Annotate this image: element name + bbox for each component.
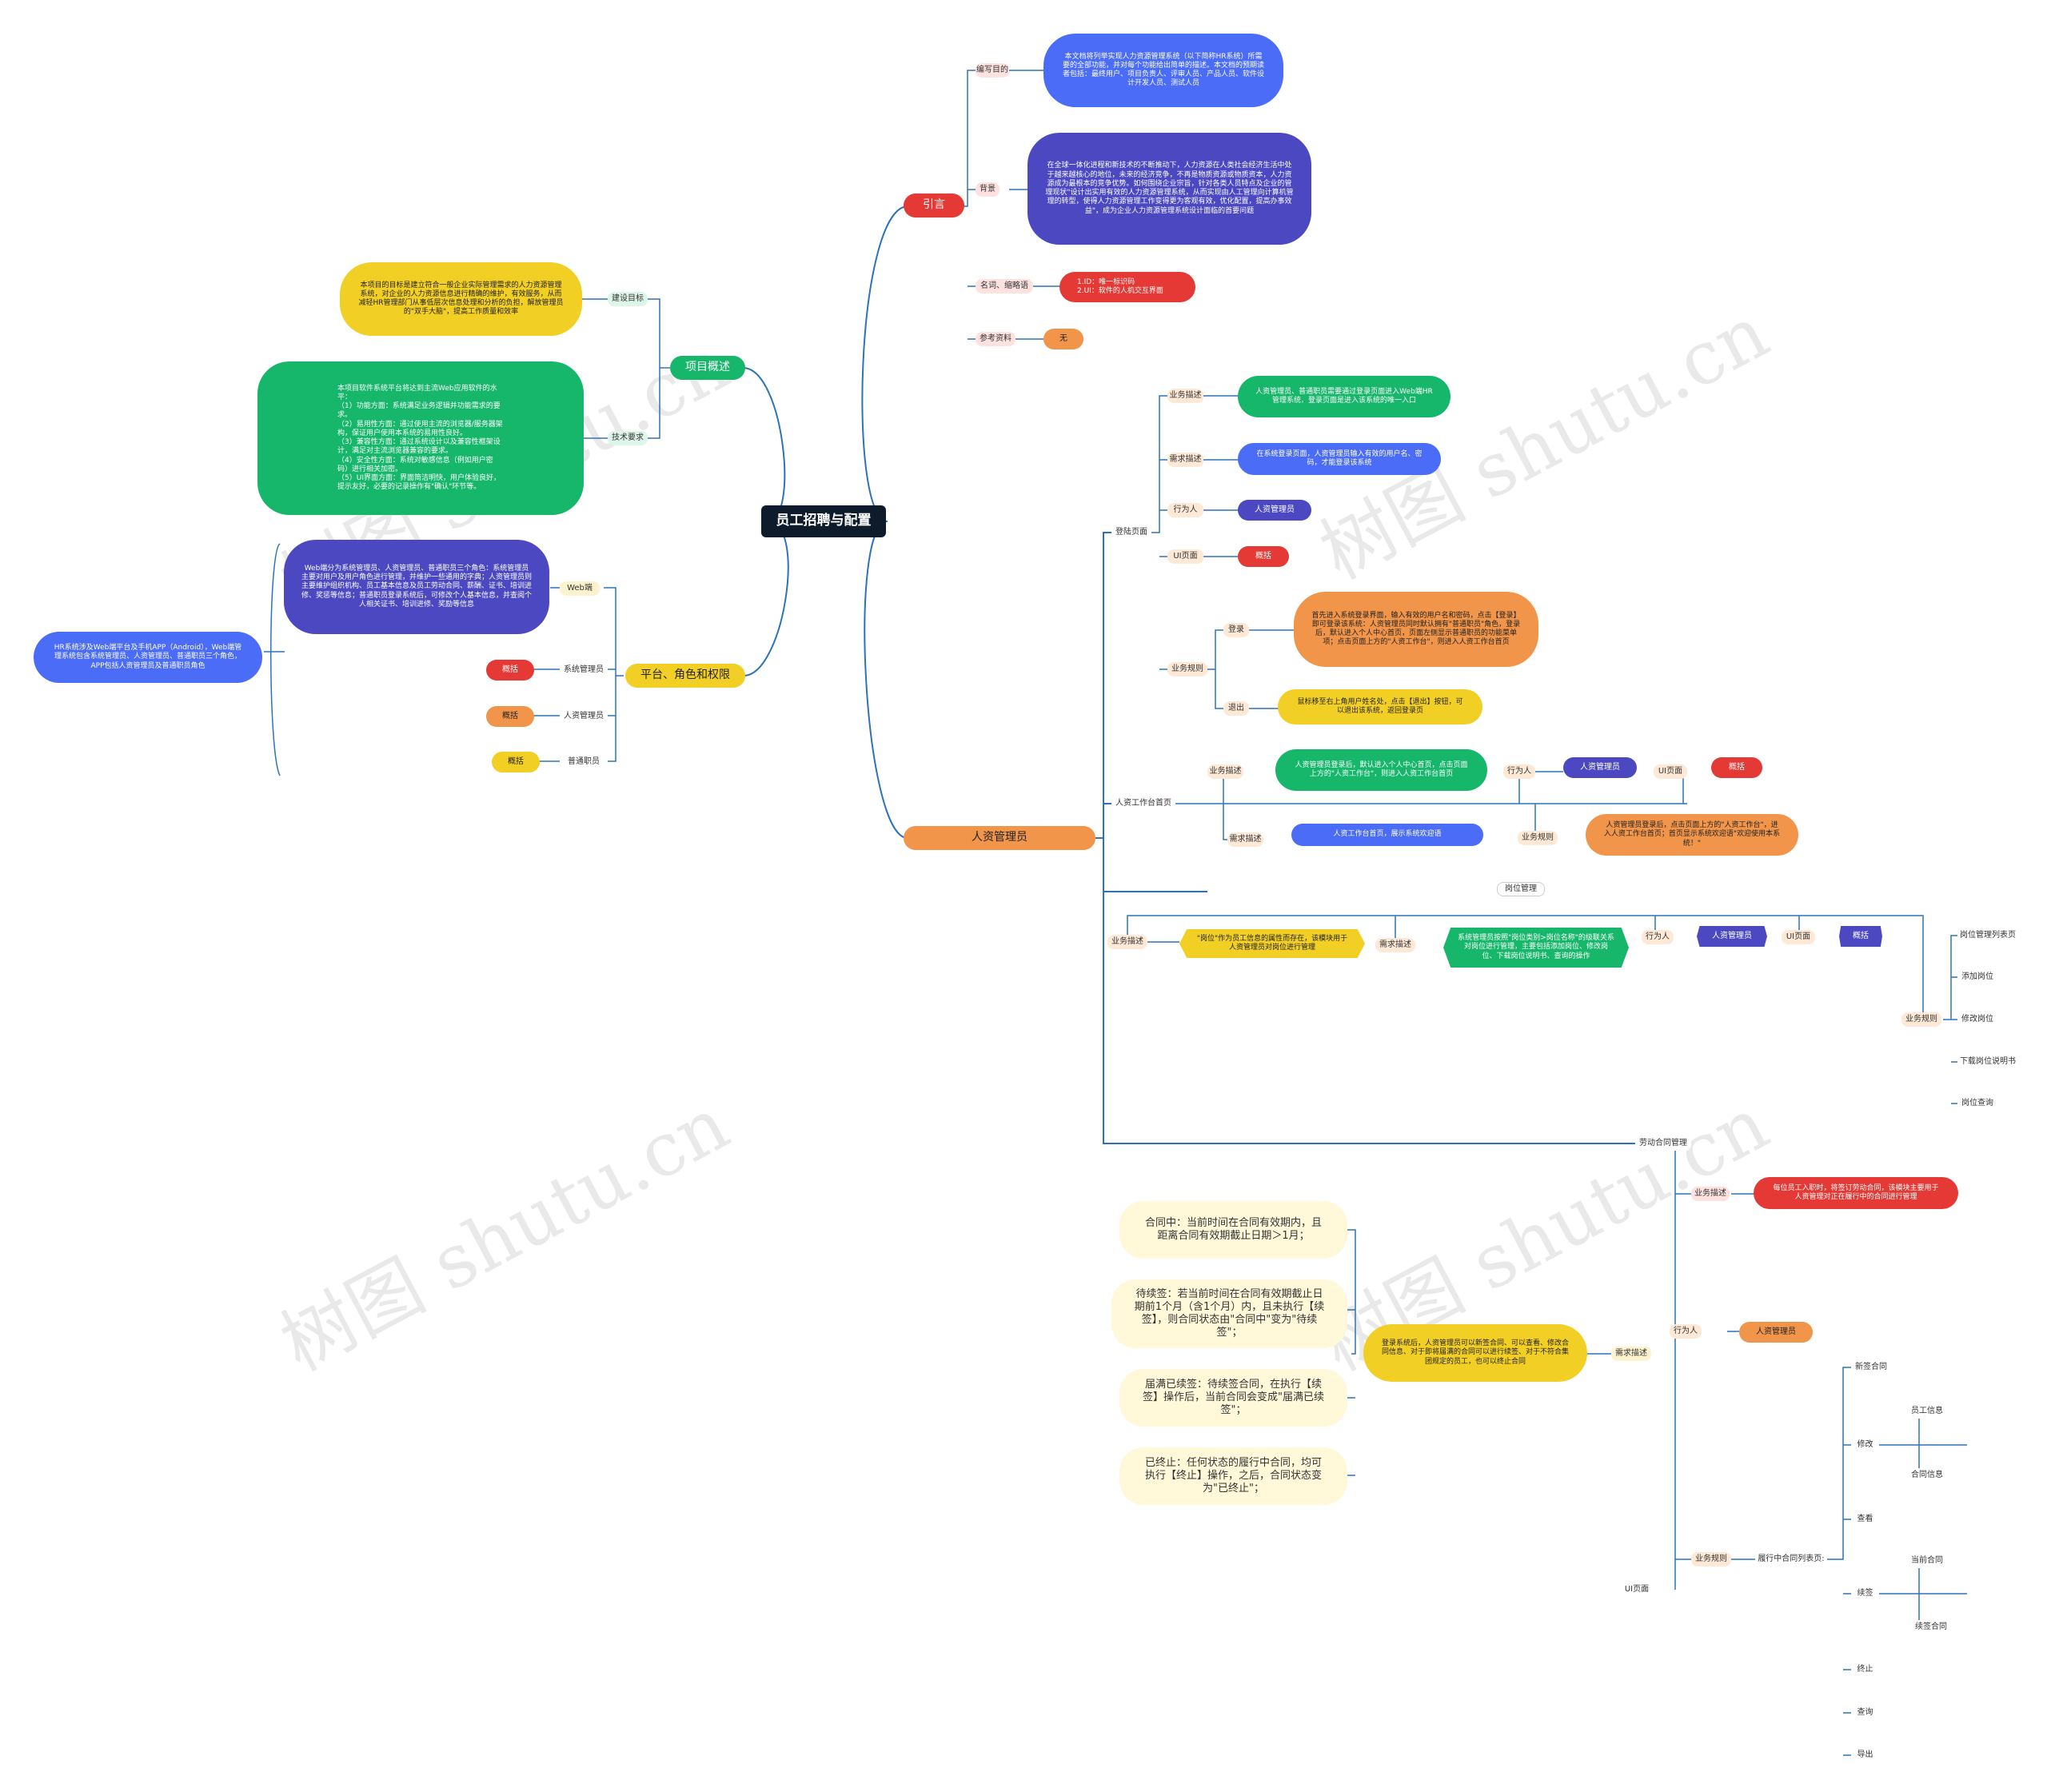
con-op-renew-new[interactable]: 续签合同 — [1911, 1620, 1951, 1634]
login-biz-text: 人资管理员、普通职员需要通过登录页面进入Web端HR管理系统，登录页面是进入该系… — [1238, 376, 1450, 417]
wb-rules-label[interactable]: 业务规则 — [1518, 831, 1558, 845]
wb-ui-label[interactable]: UI页面 — [1654, 764, 1687, 779]
wb-actor-value: 人资管理员 — [1563, 757, 1637, 778]
sysadmin-label[interactable]: 系统管理员 — [560, 663, 608, 677]
pos-req-text: 系统管理员按照"岗位类别>岗位名称"的级联关系对岗位进行管理，主要包括添加岗位、… — [1443, 928, 1629, 968]
con-ui-label[interactable]: UI页面 — [1619, 1582, 1654, 1597]
pos-biz-label[interactable]: 业务描述 — [1107, 935, 1147, 949]
login-ui-value[interactable]: 概括 — [1238, 546, 1289, 567]
terms-text: 1.ID：唯一标识码 2.UI：软件的人机交互界面 — [1059, 272, 1195, 302]
login-action-label[interactable]: 登录 — [1223, 623, 1249, 637]
con-list-label[interactable]: 履行中合同列表页: — [1755, 1552, 1827, 1567]
root-node[interactable]: 员工招聘与配置 — [761, 505, 886, 537]
login-biz-label[interactable]: 业务描述 — [1167, 389, 1203, 403]
con-req-text: 登录系统后，人资管理员可以新签合同、可以查看、修改合同信息、对于即将届满的合同可… — [1363, 1324, 1587, 1382]
purpose-text: 本文档将列举实现人力资源管理系统（以下简称HR系统）所需要的全部功能，并对每个功… — [1043, 34, 1283, 107]
con-state-pending: 待续签：若当前时间在合同有效期截止日期前1个月（含1个月）内，且未执行【续签】，… — [1111, 1279, 1347, 1348]
pos-rule-query[interactable]: 岗位查询 — [1957, 1096, 1997, 1111]
pos-rule-add[interactable]: 添加岗位 — [1957, 970, 1997, 984]
wb-req-text: 人资工作台首页，展示系统欢迎语 — [1291, 824, 1483, 846]
purpose-label[interactable]: 编写目的 — [976, 63, 1009, 78]
login-page-label[interactable]: 登陆页面 — [1111, 525, 1151, 540]
pos-biz-text: "岗位"作为员工信息的属性而存在，该模块用于人资管理员对岗位进行管理 — [1179, 929, 1365, 958]
login-ui-label[interactable]: UI页面 — [1167, 549, 1203, 564]
position-mgmt-label[interactable]: 岗位管理 — [1497, 882, 1545, 896]
con-op-terminate[interactable]: 终止 — [1851, 1662, 1879, 1677]
pos-ui-label[interactable]: UI页面 — [1782, 930, 1815, 944]
con-state-terminated: 已终止：任何状态的履行中合同，均可执行【终止】操作，之后，合同状态变为"已终止"… — [1119, 1447, 1347, 1505]
con-state-renewed: 届满已续签：待续签合同，在执行【续签】操作后，当前合同会变成"届满已续签"； — [1119, 1369, 1347, 1427]
pos-rule-edit[interactable]: 修改岗位 — [1957, 1012, 1997, 1027]
pos-ui-value[interactable]: 概括 — [1839, 926, 1882, 947]
logout-action-label[interactable]: 退出 — [1223, 701, 1249, 716]
con-biz-text: 每位员工入职时，将签订劳动合同，该模块主要用于人资管理对正在履行中的合同进行管理 — [1754, 1177, 1958, 1209]
tech-label[interactable]: 技术要求 — [608, 431, 648, 445]
con-op-edit-staff[interactable]: 员工信息 — [1907, 1404, 1947, 1419]
hradmin-label[interactable]: 人资管理员 — [560, 709, 608, 724]
con-op-view[interactable]: 查看 — [1851, 1512, 1879, 1527]
login-rules-label[interactable]: 业务规则 — [1167, 662, 1207, 676]
sysadmin-overview-tag[interactable]: 概括 — [486, 660, 534, 680]
staff-overview-tag[interactable]: 概括 — [492, 752, 540, 772]
con-state-active: 合同中：当前时间在合同有效期内，且距离合同有效期截止日期＞1月； — [1119, 1201, 1347, 1259]
wb-rule-text: 人资管理员登录后，点击页面上方的"人资工作台"，进入人资工作台首页；首页显示系统… — [1586, 814, 1798, 856]
pos-rule-list[interactable]: 岗位管理列表页 — [1957, 928, 2018, 943]
login-req-text: 在系统登录页面，人资管理员输入有效的用户名、密码，才能登录该系统 — [1238, 443, 1441, 475]
hradmin-overview-tag[interactable]: 概括 — [486, 706, 534, 727]
con-biz-label[interactable]: 业务描述 — [1691, 1187, 1730, 1201]
con-op-new[interactable]: 新签合同 — [1851, 1360, 1891, 1375]
login-actor-label[interactable]: 行为人 — [1167, 503, 1203, 517]
terms-label[interactable]: 名词、缩略语 — [976, 279, 1033, 293]
background-text: 在全球一体化进程和新技术的不断推动下，人力资源在人类社会经济生活中处于越来越核心… — [1027, 133, 1311, 245]
pos-actor-value: 人资管理员 — [1697, 926, 1767, 947]
goal-text: 本项目的目标是建立符合一般企业实际管理需求的人力资源管理系统，对企业的人力资源信… — [340, 262, 582, 336]
con-actor-value: 人资管理员 — [1739, 1322, 1813, 1343]
wb-biz-text: 人资管理员登录后，默认进入个人中心首页，点击页面上方的"人资工作台"，则进入人资… — [1275, 749, 1487, 791]
refs-label[interactable]: 参考资料 — [976, 332, 1016, 346]
con-op-edit[interactable]: 修改 — [1851, 1438, 1879, 1452]
pos-req-label[interactable]: 需求描述 — [1375, 938, 1415, 952]
platform-summary: HR系统涉及Web端平台及手机APP（Android），Web端管理系统包含系统… — [34, 632, 262, 683]
tech-text: 本项目软件系统平台将达到主流Web应用软件的水平： （1）功能方面：系统满足业务… — [257, 361, 584, 515]
pos-actor-label[interactable]: 行为人 — [1642, 930, 1674, 944]
login-rule-text: 首先进入系统登录界面，输入有效的用户名和密码，点击【登录】即可登录该系统：人资管… — [1294, 592, 1538, 667]
goal-label[interactable]: 建设目标 — [608, 292, 648, 306]
wb-req-label[interactable]: 需求描述 — [1227, 832, 1263, 847]
web-text: Web端分为系统管理员、人资管理员、普通职员三个角色：系统管理员主要对用户及用户… — [284, 540, 549, 634]
web-label[interactable]: Web端 — [560, 581, 600, 596]
logout-rule-text: 鼠标移至右上角用户姓名处，点击【退出】按钮，可以退出该系统，返回登录页 — [1278, 689, 1482, 724]
workbench-label[interactable]: 人资工作台首页 — [1111, 796, 1175, 811]
con-op-edit-contract[interactable]: 合同信息 — [1907, 1468, 1947, 1483]
wb-ui-value[interactable]: 概括 — [1711, 757, 1762, 778]
con-op-query[interactable]: 查询 — [1851, 1706, 1879, 1720]
branch-hr[interactable]: 人资管理员 — [904, 826, 1095, 850]
pos-rules-label[interactable]: 业务规则 — [1901, 1012, 1941, 1027]
con-actor-label[interactable]: 行为人 — [1670, 1324, 1702, 1339]
con-op-export[interactable]: 导出 — [1851, 1748, 1879, 1762]
branch-intro[interactable]: 引言 — [904, 194, 964, 218]
con-op-renew[interactable]: 续签 — [1851, 1586, 1879, 1601]
contract-mgmt-label[interactable]: 劳动合同管理 — [1635, 1136, 1691, 1151]
branch-overview[interactable]: 项目概述 — [670, 356, 745, 380]
background-label[interactable]: 背景 — [976, 182, 1000, 197]
refs-text: 无 — [1043, 329, 1083, 349]
con-rules-label[interactable]: 业务规则 — [1691, 1552, 1731, 1567]
branch-platform[interactable]: 平台、角色和权限 — [625, 664, 745, 688]
con-req-label[interactable]: 需求描述 — [1611, 1347, 1651, 1361]
con-op-renew-current[interactable]: 当前合同 — [1907, 1554, 1947, 1568]
wb-actor-label[interactable]: 行为人 — [1503, 764, 1535, 779]
login-req-label[interactable]: 需求描述 — [1167, 453, 1203, 467]
staff-label[interactable]: 普通职员 — [560, 755, 608, 769]
login-actor-value: 人资管理员 — [1238, 500, 1311, 521]
wb-biz-label[interactable]: 业务描述 — [1207, 764, 1243, 779]
pos-rule-download[interactable]: 下载岗位说明书 — [1957, 1055, 2018, 1069]
